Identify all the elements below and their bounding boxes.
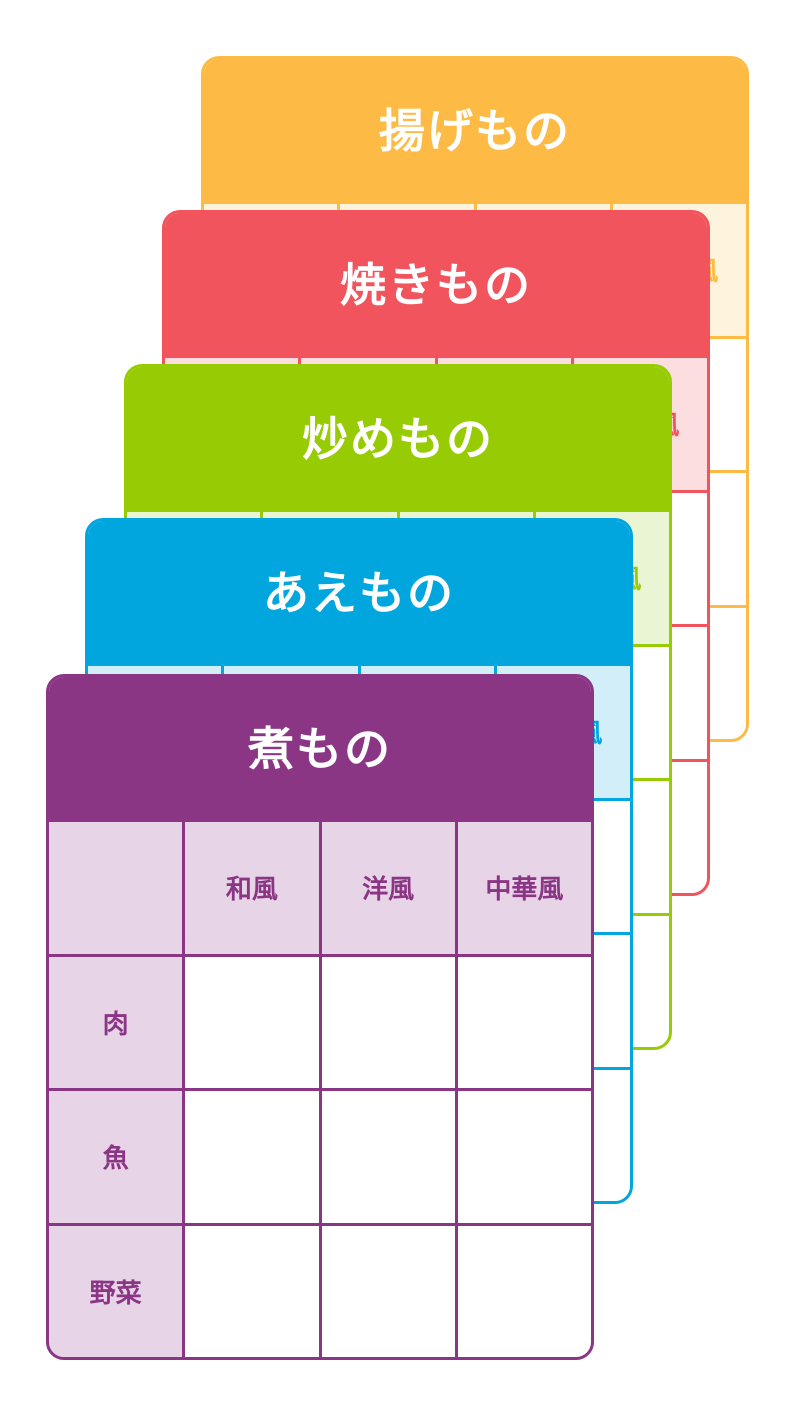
- card-grid: 和風洋風中華風肉魚野菜: [49, 819, 591, 1357]
- row-header: 魚: [49, 1091, 183, 1223]
- empty-cell: [321, 1091, 455, 1223]
- empty-cell: [185, 956, 319, 1088]
- card-title: 炒めもの: [127, 367, 669, 509]
- empty-cell: [457, 1091, 591, 1223]
- row-header: 野菜: [49, 1225, 183, 1357]
- empty-cell: [185, 1225, 319, 1357]
- column-header: 中華風: [457, 822, 591, 954]
- corner-cell: [49, 822, 183, 954]
- empty-cell: [185, 1091, 319, 1223]
- card-title: あえもの: [88, 521, 630, 663]
- column-header: 洋風: [321, 822, 455, 954]
- card-title: 煮もの: [49, 677, 591, 819]
- card-title: 焼きもの: [165, 213, 707, 355]
- row-header: 肉: [49, 956, 183, 1088]
- card-simmered: 煮もの和風洋風中華風肉魚野菜: [46, 674, 594, 1360]
- column-header: 和風: [185, 822, 319, 954]
- empty-cell: [457, 956, 591, 1088]
- empty-cell: [321, 1225, 455, 1357]
- card-title: 揚げもの: [204, 59, 746, 201]
- empty-cell: [321, 956, 455, 1088]
- empty-cell: [457, 1225, 591, 1357]
